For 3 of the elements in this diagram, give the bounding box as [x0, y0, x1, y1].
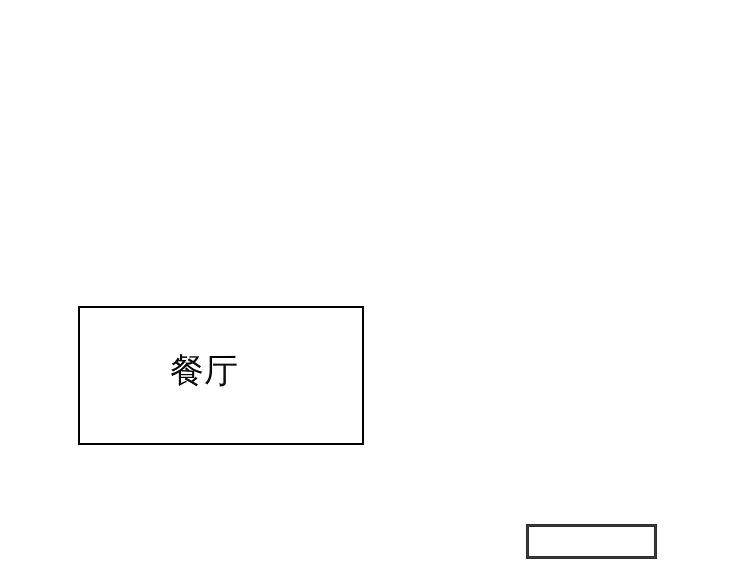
empty-box: [526, 524, 657, 559]
room-label: 餐厅: [170, 354, 238, 388]
room-box: [78, 306, 364, 445]
